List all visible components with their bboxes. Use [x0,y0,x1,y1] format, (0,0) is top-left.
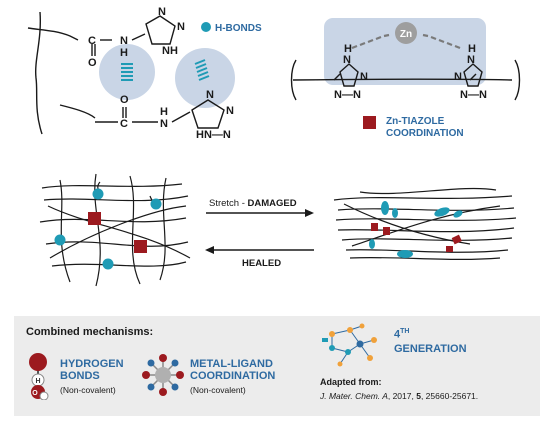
metal-crosslink-broken [371,223,378,231]
hbond-dashes-right [194,59,210,81]
metal-crosslink-broken [383,227,390,235]
reference-citation: J. Mater. Chem. A, 2017, 5, 25660-25671. [320,391,478,401]
atom-nh-ring: NH [162,45,178,57]
atom-n-ring1: N [158,6,166,18]
stretch-label: Stretch - DAMAGED [209,198,297,209]
summary-panel [14,316,540,416]
atom-n-left2: N [360,71,368,83]
healed-arrow [205,246,314,254]
hbond-crosslink [92,188,104,200]
atom-n-ring2: N [177,21,185,33]
hbond-crosslink-broken [397,250,413,258]
triazole-right [463,63,483,87]
metal-subtitle: (Non-covalent) [190,385,246,395]
adapted-from-label: Adapted from: [320,377,382,387]
atom-n-bottom: N [160,118,168,130]
backbone-line-left [34,11,43,135]
generation-number: 4TH [394,328,409,341]
damaged-network [333,187,517,260]
triazole-left [339,63,359,87]
intact-network-crosslinks [54,188,162,270]
zn-highlight-box [324,18,486,85]
coord-legend-square [363,116,376,129]
hbond-legend-label: H-BONDS [215,23,262,34]
ref-volume: 5 [416,391,421,401]
atom-o-top: O [88,57,97,69]
atom-h-right: H [468,43,476,55]
atom-nn-left: N—N [334,89,361,101]
ref-pages: , 25660-25671. [420,391,479,401]
damaged-network-crosslinks [369,201,463,258]
atom-n-right: N [467,54,475,66]
atom-n-ring3: N [206,89,214,101]
generation-label: GENERATION [394,343,467,355]
intact-network [39,173,191,287]
hbond-crosslink [150,198,162,210]
backbone-line-bottom [59,104,96,119]
atom-n-left: N [343,54,351,66]
gen-sup: TH [400,328,410,335]
coord-legend-line1: Zn-TIAZOLE [386,116,445,127]
hbond-crosslink-broken [392,208,398,218]
atom-nn-right: N—N [460,89,487,101]
zn-polymer-chain [292,78,513,81]
hbond-crosslink-broken [369,239,375,249]
zn-coordination-scheme: Zn H N N N—N H N N N—N Zn-TIAZOLE COOR [290,18,521,139]
hydrogen-subtitle: (Non-covalent) [60,385,116,395]
coord-legend-line2: COORDINATION [386,128,464,139]
icon-h-letter: H [35,378,40,385]
metal-ligand-label: METAL-LIGAND COORDINATION [190,358,275,382]
icon-o-letter: O [32,390,38,397]
triazole-ring-bottom [191,99,225,129]
hydrogen-line1: HYDROGEN [60,358,124,370]
network-generation-icon [322,323,377,367]
atom-h-top: H [120,47,128,59]
hbond-crosslink-broken [381,201,389,215]
atom-c-bottom: C [120,118,128,130]
metal-line2: COORDINATION [190,370,276,382]
atom-h-left: H [344,43,352,55]
zn-dashes-left [351,33,390,50]
atom-hnn-ring: HN—N [196,129,231,141]
hbond-dashes-left [121,63,133,81]
gen-number: 4 [394,328,401,341]
backbone-line-top [27,27,79,41]
metal-crosslink-broken [446,246,453,252]
atom-c-top: C [88,35,96,47]
hydrogen-bonds-label: HYDROGEN BONDS [60,358,124,382]
healed-label: HEALED [242,258,281,269]
hbond-crosslink [54,234,66,246]
hbond-crosslink-broken [434,207,450,217]
stretch-arrow [206,209,314,217]
metal-complex-icon [142,354,184,396]
metal-line1: METAL-LIGAND [190,358,273,370]
hbond-crosslink-broken [453,210,463,218]
zn-atom [395,22,417,44]
atom-n-top: N [120,35,128,47]
zn-dashes-right [422,33,461,50]
hydrogen-line2: BONDS [60,370,100,382]
hbond-legend-dot [201,22,211,32]
atom-h-bottom: H [160,106,168,118]
atom-o-bottom: O [120,94,129,106]
atom-n-ring4: N [226,105,234,117]
combined-mechanisms-title: Combined mechanisms: [26,326,154,338]
atom-n-right2: N [454,71,462,83]
metal-crosslink-broken [451,234,462,245]
metal-crosslink [88,212,101,225]
water-molecule-icon: H O [29,353,49,400]
hbond-crosslink [102,258,114,270]
zn-atom-label: Zn [400,29,412,40]
ref-journal: J. Mater. Chem. A [320,391,388,401]
hbond-scheme: C O N H N N NH O C H N N N [27,6,262,141]
ref-year: , 2017, [387,391,417,401]
triazole-ring-top [145,15,176,45]
metal-crosslink [134,240,147,253]
